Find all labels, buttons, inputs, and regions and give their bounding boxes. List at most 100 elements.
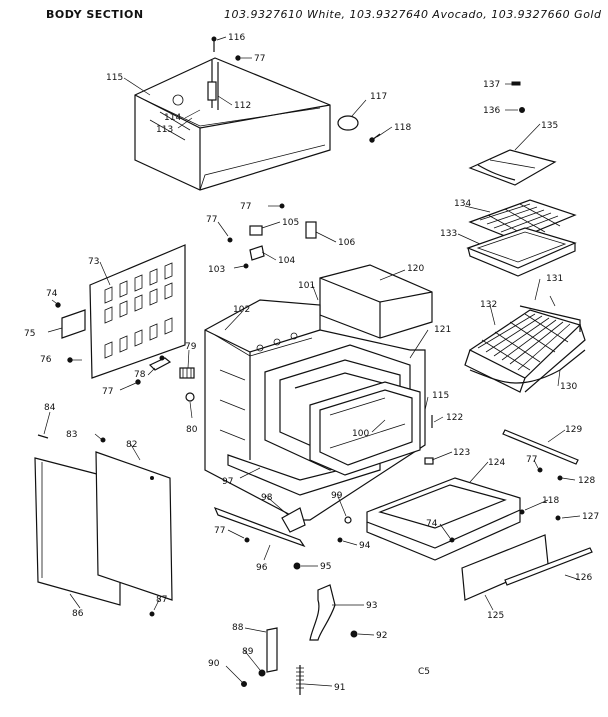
terminal-block-79 [179, 367, 195, 379]
part-label: 131 [546, 274, 563, 284]
part-label: 117 [370, 92, 387, 102]
part-label: 118 [394, 123, 411, 133]
part-label: 96 [256, 563, 268, 573]
broiler-rack-135 [468, 149, 557, 186]
part-label: 78 [134, 370, 146, 380]
part-label: 114 [164, 113, 181, 123]
part-label: 124 [488, 458, 505, 468]
glide-123 [424, 457, 434, 465]
part-label: 126 [575, 573, 592, 583]
diagram-title: BODY SECTION [46, 8, 144, 21]
part-label: 89 [242, 647, 254, 657]
part-label: 128 [578, 476, 595, 486]
rack-guide-130 [469, 349, 586, 384]
model-numbers: 103.9327610 White, 103.9327640 Avocado, … [224, 8, 602, 21]
part-label: 134 [454, 199, 471, 209]
part-label: 76 [40, 355, 52, 365]
oven-door-frame-100 [309, 381, 421, 476]
part-label: 122 [446, 413, 463, 423]
bracket-104 [249, 245, 265, 261]
part-label: 135 [541, 121, 558, 131]
screw-87 [149, 611, 155, 617]
part-label: 100 [352, 429, 369, 439]
part-label: 90 [208, 659, 220, 669]
part-label: 132 [480, 300, 497, 310]
part-label: 115 [432, 391, 449, 401]
part-label: 74 [46, 289, 58, 299]
screw-99 [344, 516, 352, 524]
switch-105 [249, 225, 263, 236]
part-label: 93 [366, 601, 377, 611]
body-top-cabinet [134, 57, 331, 191]
screw-92 [350, 630, 358, 638]
part-label: 102 [233, 305, 250, 315]
burner-grommet-117 [337, 115, 359, 131]
part-label: 116 [228, 33, 245, 43]
part-label: 77 [102, 387, 113, 397]
part-label: 125 [487, 611, 504, 621]
drawer-rail-129 [502, 429, 579, 465]
part-label: 75 [24, 329, 35, 339]
broiler-grid-134 [468, 199, 577, 241]
part-label: 95 [320, 562, 331, 572]
part-label: 130 [560, 382, 577, 392]
screw-136 [519, 107, 525, 113]
drawer-124 [366, 477, 521, 561]
trim-84 [37, 434, 49, 439]
screw-74-drawer [449, 537, 455, 543]
part-label: 88 [232, 623, 244, 633]
screw-94 [337, 537, 343, 543]
screw-77-top [235, 55, 241, 61]
part-label: 83 [66, 430, 77, 440]
part-label: 77 [254, 54, 265, 64]
part-label: 94 [359, 541, 371, 551]
screw-95 [293, 562, 301, 570]
hinge-93 [309, 584, 336, 641]
part-label: 77 [526, 455, 537, 465]
part-label: 73 [88, 257, 99, 267]
page-code: C5 [418, 667, 430, 677]
part-label: 80 [186, 425, 198, 435]
screw-83 [100, 437, 106, 443]
screw-77-mid [135, 379, 141, 385]
screw-137 [511, 81, 521, 86]
part-label: 133 [440, 229, 457, 239]
leader-lines [43, 36, 581, 687]
part-label: 87 [156, 595, 167, 605]
part-label: 137 [483, 80, 500, 90]
part-label: 112 [234, 101, 251, 111]
hinge-88 [266, 627, 278, 673]
part-label: 104 [278, 256, 295, 266]
part-label: 82 [126, 440, 137, 450]
part-label: 98 [261, 493, 273, 503]
part-label: 101 [298, 281, 315, 291]
screw-77-upper [227, 237, 233, 243]
oven-top-panel-120 [319, 264, 433, 339]
part-label: 129 [565, 425, 582, 435]
drawer-front-125 [461, 534, 549, 601]
part-label: 127 [582, 512, 599, 522]
part-label: 115 [106, 73, 123, 83]
part-label: 103 [208, 265, 225, 275]
part-label: 118 [542, 496, 559, 506]
switch-106 [305, 221, 317, 239]
part-label: 91 [334, 683, 345, 693]
part-label: 79 [185, 342, 197, 352]
part-label: 106 [338, 238, 355, 248]
screw-118-lower [519, 509, 525, 515]
part-label: 74 [426, 519, 438, 529]
screw-90 [241, 681, 247, 687]
part-label: 113 [156, 125, 173, 135]
part-label: 77 [214, 526, 225, 536]
screw-80 [185, 392, 195, 402]
screw-103 [243, 263, 249, 269]
part-labels: 116 77 115 112 114 113 117 118 137 136 1… [24, 33, 599, 693]
rack-support-131 [519, 295, 581, 332]
screw-118-top [369, 133, 381, 143]
part-label: 99 [331, 491, 343, 501]
part-label: 84 [44, 403, 56, 413]
part-label: 77 [206, 215, 217, 225]
screw-77-lower [244, 537, 250, 543]
bracket-78 [148, 355, 172, 371]
